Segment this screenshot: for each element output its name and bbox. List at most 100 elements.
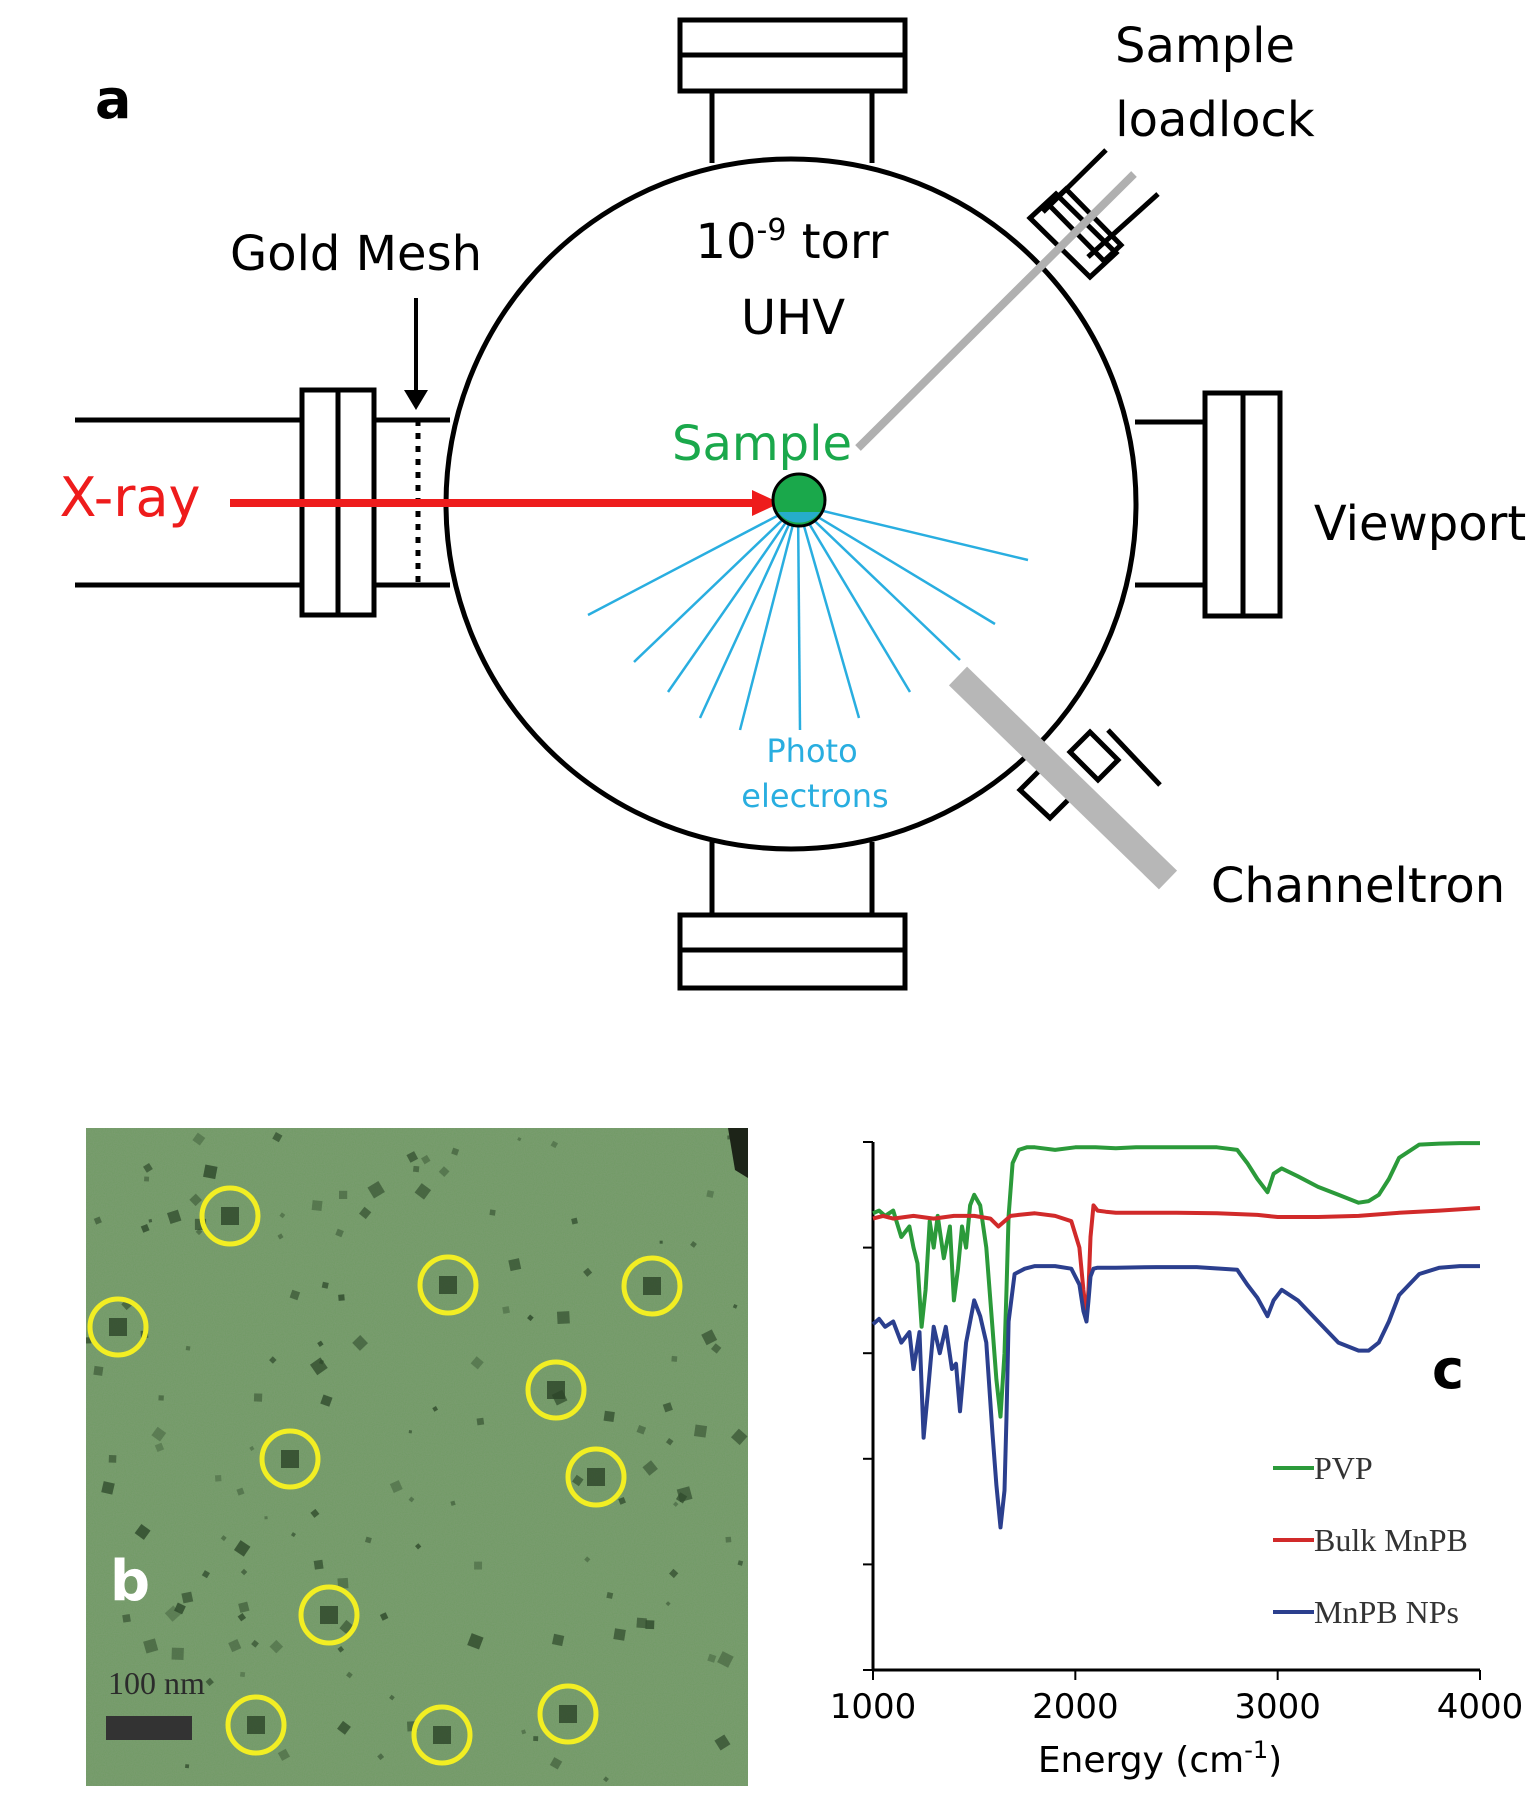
tem-particle <box>408 1430 413 1434</box>
tem-particle <box>237 1612 247 1622</box>
series-line-bulk-mnpb <box>872 1203 1481 1319</box>
tem-particle <box>406 1151 419 1163</box>
tem-particle <box>549 1757 563 1770</box>
tem-particle <box>151 1426 167 1442</box>
tem-particle <box>143 1638 159 1654</box>
highlight-circle <box>411 1704 473 1766</box>
viewport-label: Viewport <box>1314 496 1526 552</box>
tem-particle <box>603 1410 615 1423</box>
tem-particle <box>174 1602 186 1615</box>
tem-particle <box>228 1639 242 1653</box>
xlabel-exponent: -1 <box>1244 1736 1268 1764</box>
tem-particle <box>730 1428 748 1446</box>
highlighted-particle <box>320 1606 338 1624</box>
bottom-port-flange <box>677 842 908 991</box>
highlighted-particle <box>439 1276 457 1294</box>
x-tick-label: 1000 <box>830 1687 917 1727</box>
tem-particle <box>93 1365 104 1376</box>
tem-particle <box>470 1356 484 1370</box>
highlight-circle <box>225 1694 287 1756</box>
tem-particle <box>233 1540 251 1557</box>
tem-particle <box>338 1294 345 1301</box>
tem-particle <box>467 1633 484 1650</box>
tem-grain-texture <box>86 1128 748 1786</box>
highlight-circle <box>621 1255 683 1317</box>
tem-particle <box>358 1206 372 1220</box>
tem-particle <box>659 1240 663 1244</box>
legend-label: Bulk MnPB <box>1314 1522 1468 1558</box>
tem-particle <box>521 1729 527 1735</box>
tem-particle <box>527 1314 534 1322</box>
tem-particle <box>421 1154 431 1165</box>
tem-particle <box>269 1356 277 1364</box>
photo-electrons-label-line1: Photo <box>766 732 857 770</box>
tem-particle <box>310 1508 320 1518</box>
highlight-circle <box>525 1359 587 1421</box>
tem-particle <box>415 1543 422 1550</box>
gold-mesh-arrow <box>404 298 428 410</box>
sample-loadlock-label-line1: Sample <box>1115 18 1295 74</box>
highlight-circle <box>565 1446 627 1508</box>
highlight-circles <box>87 1185 683 1766</box>
tem-particle <box>671 1355 678 1362</box>
tem-particle <box>556 1311 570 1325</box>
tem-particle <box>192 1132 206 1146</box>
tem-particle <box>550 1140 558 1149</box>
tem-particle <box>239 1671 246 1678</box>
tem-particle <box>251 1639 259 1648</box>
tem-particle <box>675 1492 688 1504</box>
pressure-exponent: -9 <box>757 213 787 248</box>
pressure-unit: torr <box>786 214 888 270</box>
highlighted-particle <box>247 1716 265 1734</box>
legend-label: PVP <box>1314 1450 1373 1486</box>
tem-particle <box>693 1424 708 1438</box>
chart-series-lines <box>871 1141 1481 1530</box>
tem-particle <box>412 1165 420 1173</box>
highlight-circle <box>199 1185 261 1247</box>
scale-bar <box>106 1716 192 1740</box>
tem-particle <box>339 1190 348 1199</box>
photo-electrons-label-line2: electrons <box>741 777 888 815</box>
tem-particle <box>642 1460 658 1476</box>
tem-particle <box>665 1437 674 1446</box>
tem-particle <box>502 1306 510 1314</box>
tem-particle <box>451 1147 460 1156</box>
highlight-circle <box>417 1254 479 1316</box>
tem-particle <box>189 1193 202 1207</box>
tem-particle <box>551 1633 565 1647</box>
tem-particle <box>201 1570 210 1579</box>
channeltron-detector <box>948 666 1178 890</box>
tem-particle <box>476 1417 485 1426</box>
channeltron-label: Channeltron <box>1211 858 1505 914</box>
tem-particle <box>450 1500 456 1506</box>
tem-particle <box>701 1329 718 1346</box>
tem-particle <box>236 1487 245 1496</box>
tem-particle <box>662 1402 673 1413</box>
tem-particle <box>517 1137 522 1142</box>
tem-particle <box>645 1620 655 1630</box>
panel-b-label: b <box>110 1549 150 1614</box>
tem-particle <box>389 1480 403 1494</box>
tem-particle <box>672 1501 679 1507</box>
tem-particle <box>240 1568 248 1576</box>
tem-particle <box>158 1395 164 1401</box>
tem-particle <box>220 1535 227 1542</box>
tem-particle <box>290 1532 296 1538</box>
tem-particle <box>205 1677 214 1687</box>
tem-particle <box>364 1536 372 1544</box>
tem-particle <box>337 1646 345 1653</box>
viewport-flange <box>1135 390 1283 619</box>
tem-particle <box>86 1337 92 1344</box>
tem-particle <box>253 1393 263 1402</box>
tem-particle <box>489 1209 496 1216</box>
series-line-pvp <box>872 1141 1480 1419</box>
tem-particle <box>346 1671 353 1679</box>
highlighted-particle <box>109 1318 127 1336</box>
tem-particle <box>706 1190 715 1198</box>
tem-particle <box>181 1591 194 1604</box>
tem-particle <box>379 1612 389 1621</box>
tem-particle <box>618 1496 626 1505</box>
tem-particle <box>93 1216 102 1225</box>
